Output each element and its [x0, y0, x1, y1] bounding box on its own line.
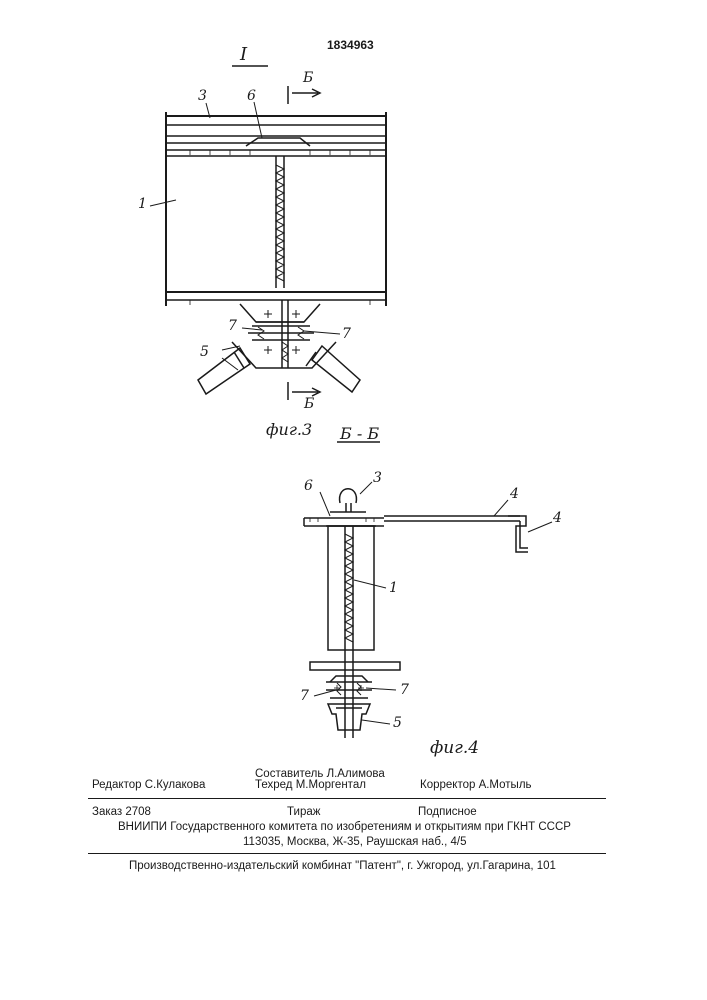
footer-editor: Редактор С.Кулакова [92, 779, 205, 791]
fig3-label-6: 6 [247, 88, 256, 104]
footer-circulation: Тираж [287, 806, 320, 818]
footer-order: Заказ 2708 [92, 806, 151, 818]
footer-subscription: Подписное [418, 806, 477, 818]
fig4-label-5: 5 [393, 715, 402, 731]
footer-vniipi: ВНИИПИ Государственного комитета по изоб… [118, 821, 571, 833]
fig4-section-title: Б - Б [340, 424, 379, 443]
fig4-label-7-right: 7 [400, 682, 409, 698]
fig4-label-4-top: 4 [510, 486, 519, 502]
footer-techred: Техред М.Моргентал [255, 779, 366, 791]
fig3-section-mark-bottom: Б [304, 396, 314, 412]
fig4-label-1: 1 [389, 580, 398, 596]
fig4-label-3: 3 [373, 470, 382, 486]
fig4-label-6: 6 [304, 478, 313, 494]
fig3-label-5: 5 [200, 344, 209, 360]
fig3-label-7-right: 7 [342, 326, 351, 342]
fig3-label-1: 1 [138, 196, 147, 212]
footer-corrector: Корректор А.Мотыль [420, 779, 532, 791]
fig3-caption: фиг.3 [266, 420, 312, 439]
fig3-label-3: 3 [198, 88, 207, 104]
fig3-view-label: I [240, 44, 247, 65]
fig4-label-4-right: 4 [553, 510, 562, 526]
footer-address: 113035, Москва, Ж-35, Раушская наб., 4/5 [243, 836, 466, 848]
fig3-label-7-left: 7 [228, 318, 237, 334]
footer-rule-top [88, 798, 606, 799]
footer-publisher: Производственно-издательский комбинат "П… [129, 860, 556, 872]
fig3-section-mark-top: Б [303, 70, 313, 86]
fig4-caption: фиг.4 [430, 738, 479, 758]
footer-rule-bottom [88, 853, 606, 854]
fig4-label-7-left: 7 [300, 688, 309, 704]
